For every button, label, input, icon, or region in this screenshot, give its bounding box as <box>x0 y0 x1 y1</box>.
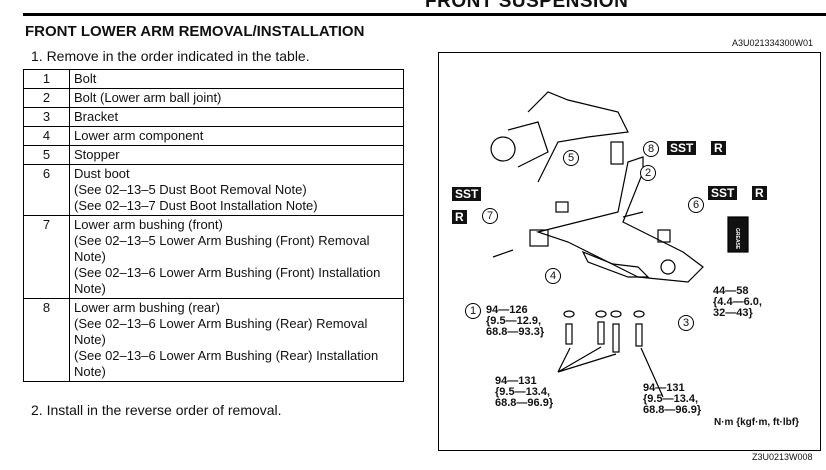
description-line: Bolt (Lower arm ball joint) <box>74 90 222 105</box>
callout-1: 1 <box>465 303 481 319</box>
row-number: 4 <box>23 126 70 146</box>
r-tag: R <box>452 210 467 224</box>
parts-table: 1 Bolt 2 Bolt (Lower arm ball joint) 3 Bracke… <box>23 69 404 382</box>
row-number: 2 <box>23 88 70 108</box>
description-line: Bracket <box>74 109 119 124</box>
callout-5: 5 <box>563 150 579 166</box>
exploded-diagram <box>438 52 821 451</box>
description-line: (See 02–13–6 Lower Arm Bushing (Rear) In… <box>74 348 379 379</box>
description-line: Lower arm bushing (rear) <box>74 300 220 315</box>
callout-2: 2 <box>640 165 656 181</box>
row-number: 5 <box>23 145 70 165</box>
table-row: 5 Stopper <box>23 145 404 165</box>
row-number: 1 <box>23 69 70 89</box>
callout-6: 6 <box>688 197 704 213</box>
callout-4: 4 <box>545 268 561 284</box>
r-tag: R <box>752 186 767 200</box>
description-line: Stopper <box>74 147 120 162</box>
sst-tag: SST <box>667 141 697 155</box>
sst-tag: SST <box>452 187 482 201</box>
figure-id: A3U021334300W01 <box>732 38 814 48</box>
torque-1: 94—126 {9.5—12.9, 68.8—93.3} <box>486 304 545 338</box>
row-description: Bolt <box>69 69 404 89</box>
grease-label: GREASE <box>734 228 740 250</box>
table-row: 1 Bolt <box>23 69 404 89</box>
torque-2: 44—58 {4.4—6.0, 32—43} <box>713 285 762 319</box>
r-tag: R <box>711 141 726 155</box>
description-line: (See 02–13–7 Dust Boot Installation Note… <box>74 198 318 213</box>
description-line: (See 02–13–6 Lower Arm Bushing (Rear) Re… <box>74 316 368 347</box>
row-number: 6 <box>23 164 70 216</box>
sst-tag: SST <box>708 186 738 200</box>
torque-units: N·m {kgf·m, ft·lbf} <box>714 417 799 428</box>
row-number: 3 <box>23 107 70 127</box>
row-description: Dust boot(See 02–13–5 Dust Boot Removal … <box>69 164 404 216</box>
step-2: 2. Install in the reverse order of remov… <box>31 402 282 418</box>
section-header: FRONT SUSPENSION <box>425 0 629 12</box>
callout-3: 3 <box>678 315 694 331</box>
header-rule <box>23 13 826 16</box>
row-description: Bracket <box>69 107 404 127</box>
torque-4: 94—131 {9.5—13.4, 68.8—96.9} <box>643 382 702 416</box>
description-line: Lower arm component <box>74 128 204 143</box>
description-line: Bolt <box>74 71 97 86</box>
row-description: Bolt (Lower arm ball joint) <box>69 88 404 108</box>
row-number: 7 <box>23 215 70 299</box>
description-line: Lower arm bushing (front) <box>74 217 223 232</box>
row-number: 8 <box>23 298 70 382</box>
description-line: Dust boot <box>74 166 130 181</box>
row-description: Stopper <box>69 145 404 165</box>
figure-id-bottom: Z3U0213W008 <box>752 452 813 462</box>
row-description: Lower arm bushing (rear)(See 02–13–6 Low… <box>69 298 404 382</box>
table-row: 2 Bolt (Lower arm ball joint) <box>23 88 404 108</box>
page-title: FRONT LOWER ARM REMOVAL/INSTALLATION <box>25 23 365 40</box>
description-line: (See 02–13–5 Dust Boot Removal Note) <box>74 182 307 197</box>
table-row: 4 Lower arm component <box>23 126 404 146</box>
callout-8: 8 <box>643 141 659 157</box>
step-1: 1. Remove in the order indicated in the … <box>31 48 310 64</box>
table-row: 3 Bracket <box>23 107 404 127</box>
description-line: (See 02–13–5 Lower Arm Bushing (Front) R… <box>74 233 370 264</box>
lower-arm-drawing <box>490 91 749 398</box>
description-line: (See 02–13–6 Lower Arm Bushing (Front) I… <box>74 265 381 296</box>
torque-3: 94—131 {9.5—13.4, 68.8—96.9} <box>495 375 554 409</box>
callout-7: 7 <box>482 208 498 224</box>
row-description: Lower arm bushing (front)(See 02–13–5 Lo… <box>69 215 404 299</box>
row-description: Lower arm component <box>69 126 404 146</box>
